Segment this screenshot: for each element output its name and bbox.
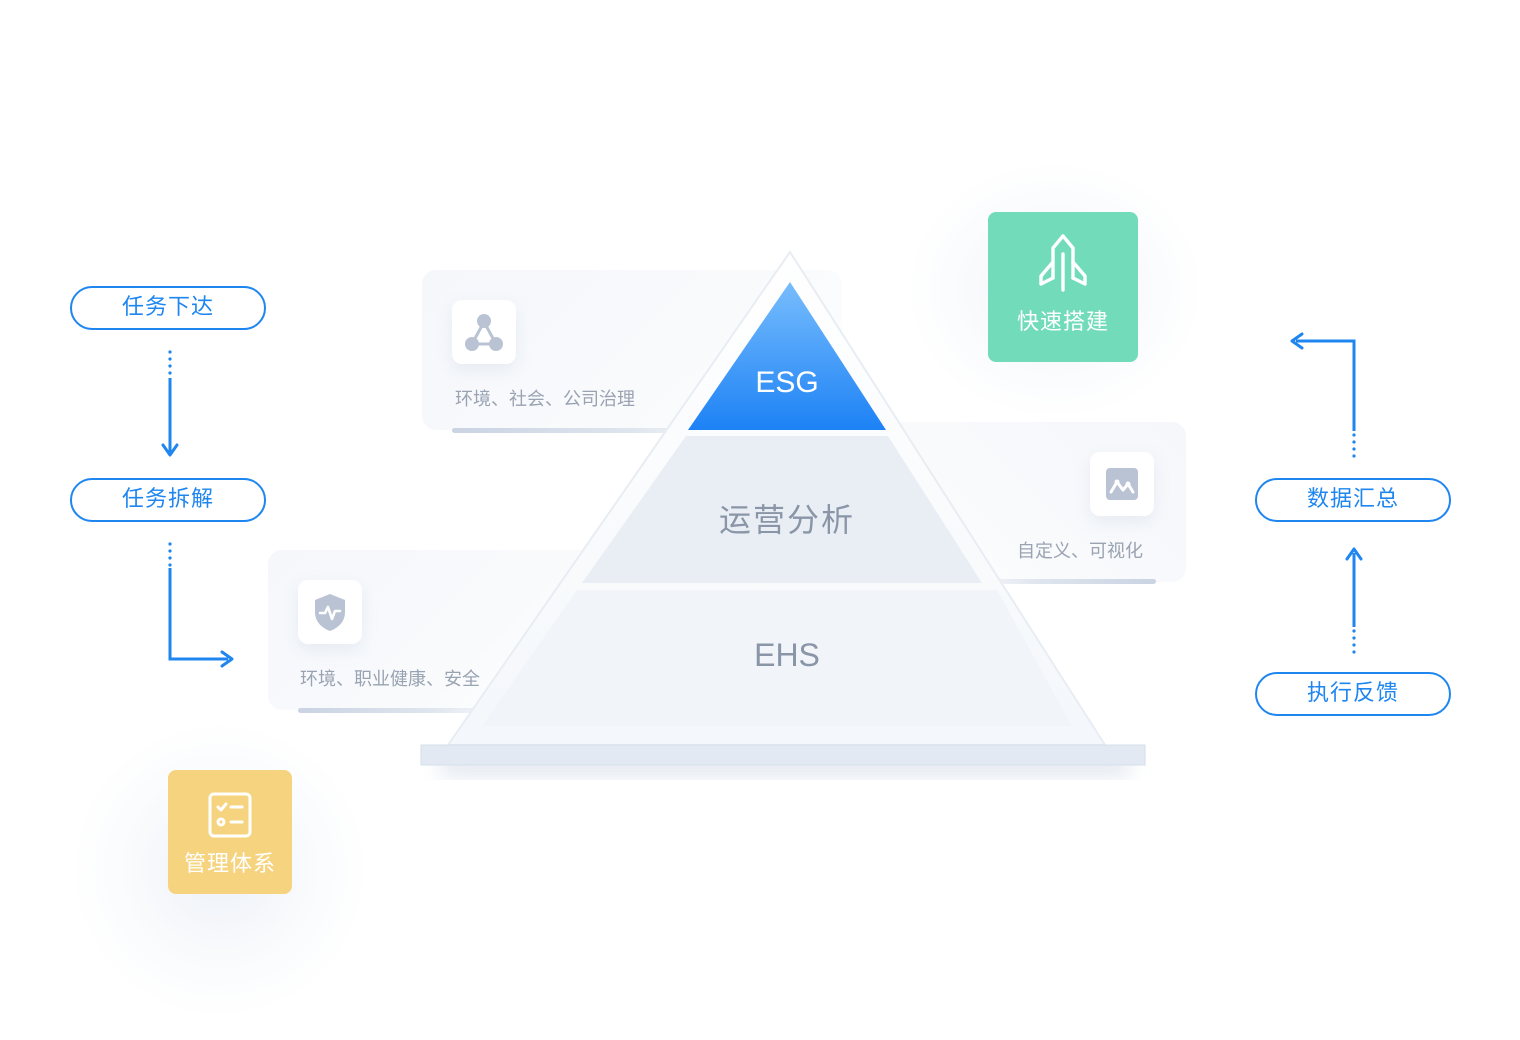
pyramid-tier-middle xyxy=(582,436,982,583)
line-chart-icon xyxy=(1106,468,1138,500)
management-system-label: 管理体系 xyxy=(183,852,276,877)
pyramid xyxy=(420,250,1146,778)
flow-dot xyxy=(1352,454,1356,458)
arrow-left-icon xyxy=(1290,332,1304,350)
shield-pulse-icon xyxy=(315,594,345,631)
analysis-tile xyxy=(1090,452,1154,516)
flow-dot xyxy=(168,371,172,375)
esg-panel-bar xyxy=(452,428,752,433)
arrow-up-icon xyxy=(1345,547,1363,561)
ehs-tile xyxy=(298,580,362,644)
flow-dot xyxy=(168,549,172,553)
left-flow-arrows xyxy=(161,350,234,668)
arrow-right-line xyxy=(168,568,228,661)
flow-dot xyxy=(1352,636,1356,640)
flow-dot xyxy=(168,563,172,567)
flow-dot xyxy=(168,364,172,368)
flow-dot xyxy=(1352,629,1356,633)
flow-dot xyxy=(168,556,172,560)
data-summary-button[interactable]: 数据汇总 xyxy=(1255,478,1451,522)
arrow-left-line xyxy=(1296,339,1356,431)
pyramid-bottom-label: EHS xyxy=(754,637,820,673)
task-breakdown-button[interactable]: 任务拆解 xyxy=(70,478,266,522)
right-flow-arrows xyxy=(1290,332,1363,654)
ehs-description: 环境、职业健康、安全 xyxy=(300,669,480,690)
quick-build-label: 快速搭建 xyxy=(1016,310,1109,335)
rocket-icon xyxy=(1039,234,1087,292)
flow-dot xyxy=(1352,440,1356,444)
pyramid-tier-top xyxy=(688,282,886,430)
pyramid-tier-bottom xyxy=(482,590,1072,726)
flow-dot xyxy=(1352,447,1356,451)
pyramid-base xyxy=(420,744,1146,766)
flow-dot xyxy=(168,357,172,361)
pyramid-top-label: ESG xyxy=(755,366,819,399)
ehs-panel-bar xyxy=(298,708,518,713)
flow-dot xyxy=(168,542,172,546)
flow-dot xyxy=(1352,650,1356,654)
analysis-panel-bar xyxy=(960,579,1156,584)
management-system-card[interactable]: 管理体系 xyxy=(168,770,292,894)
checklist-icon xyxy=(208,792,252,838)
flow-dot xyxy=(1352,433,1356,437)
arrow-down-icon xyxy=(161,443,179,457)
analysis-description: 自定义、可视化 xyxy=(1017,541,1143,562)
pyramid-middle-label: 运营分析 xyxy=(718,501,855,539)
arrow-right-icon xyxy=(220,650,234,668)
esg-tile xyxy=(452,300,516,364)
flow-dot xyxy=(168,350,172,354)
network-nodes-icon xyxy=(465,314,503,351)
execution-feedback-button[interactable]: 执行反馈 xyxy=(1255,672,1451,716)
task-assign-button[interactable]: 任务下达 xyxy=(70,286,266,330)
quick-build-card[interactable]: 快速搭建 xyxy=(988,212,1138,362)
esg-description: 环境、社会、公司治理 xyxy=(455,389,635,410)
flow-dot xyxy=(1352,643,1356,647)
